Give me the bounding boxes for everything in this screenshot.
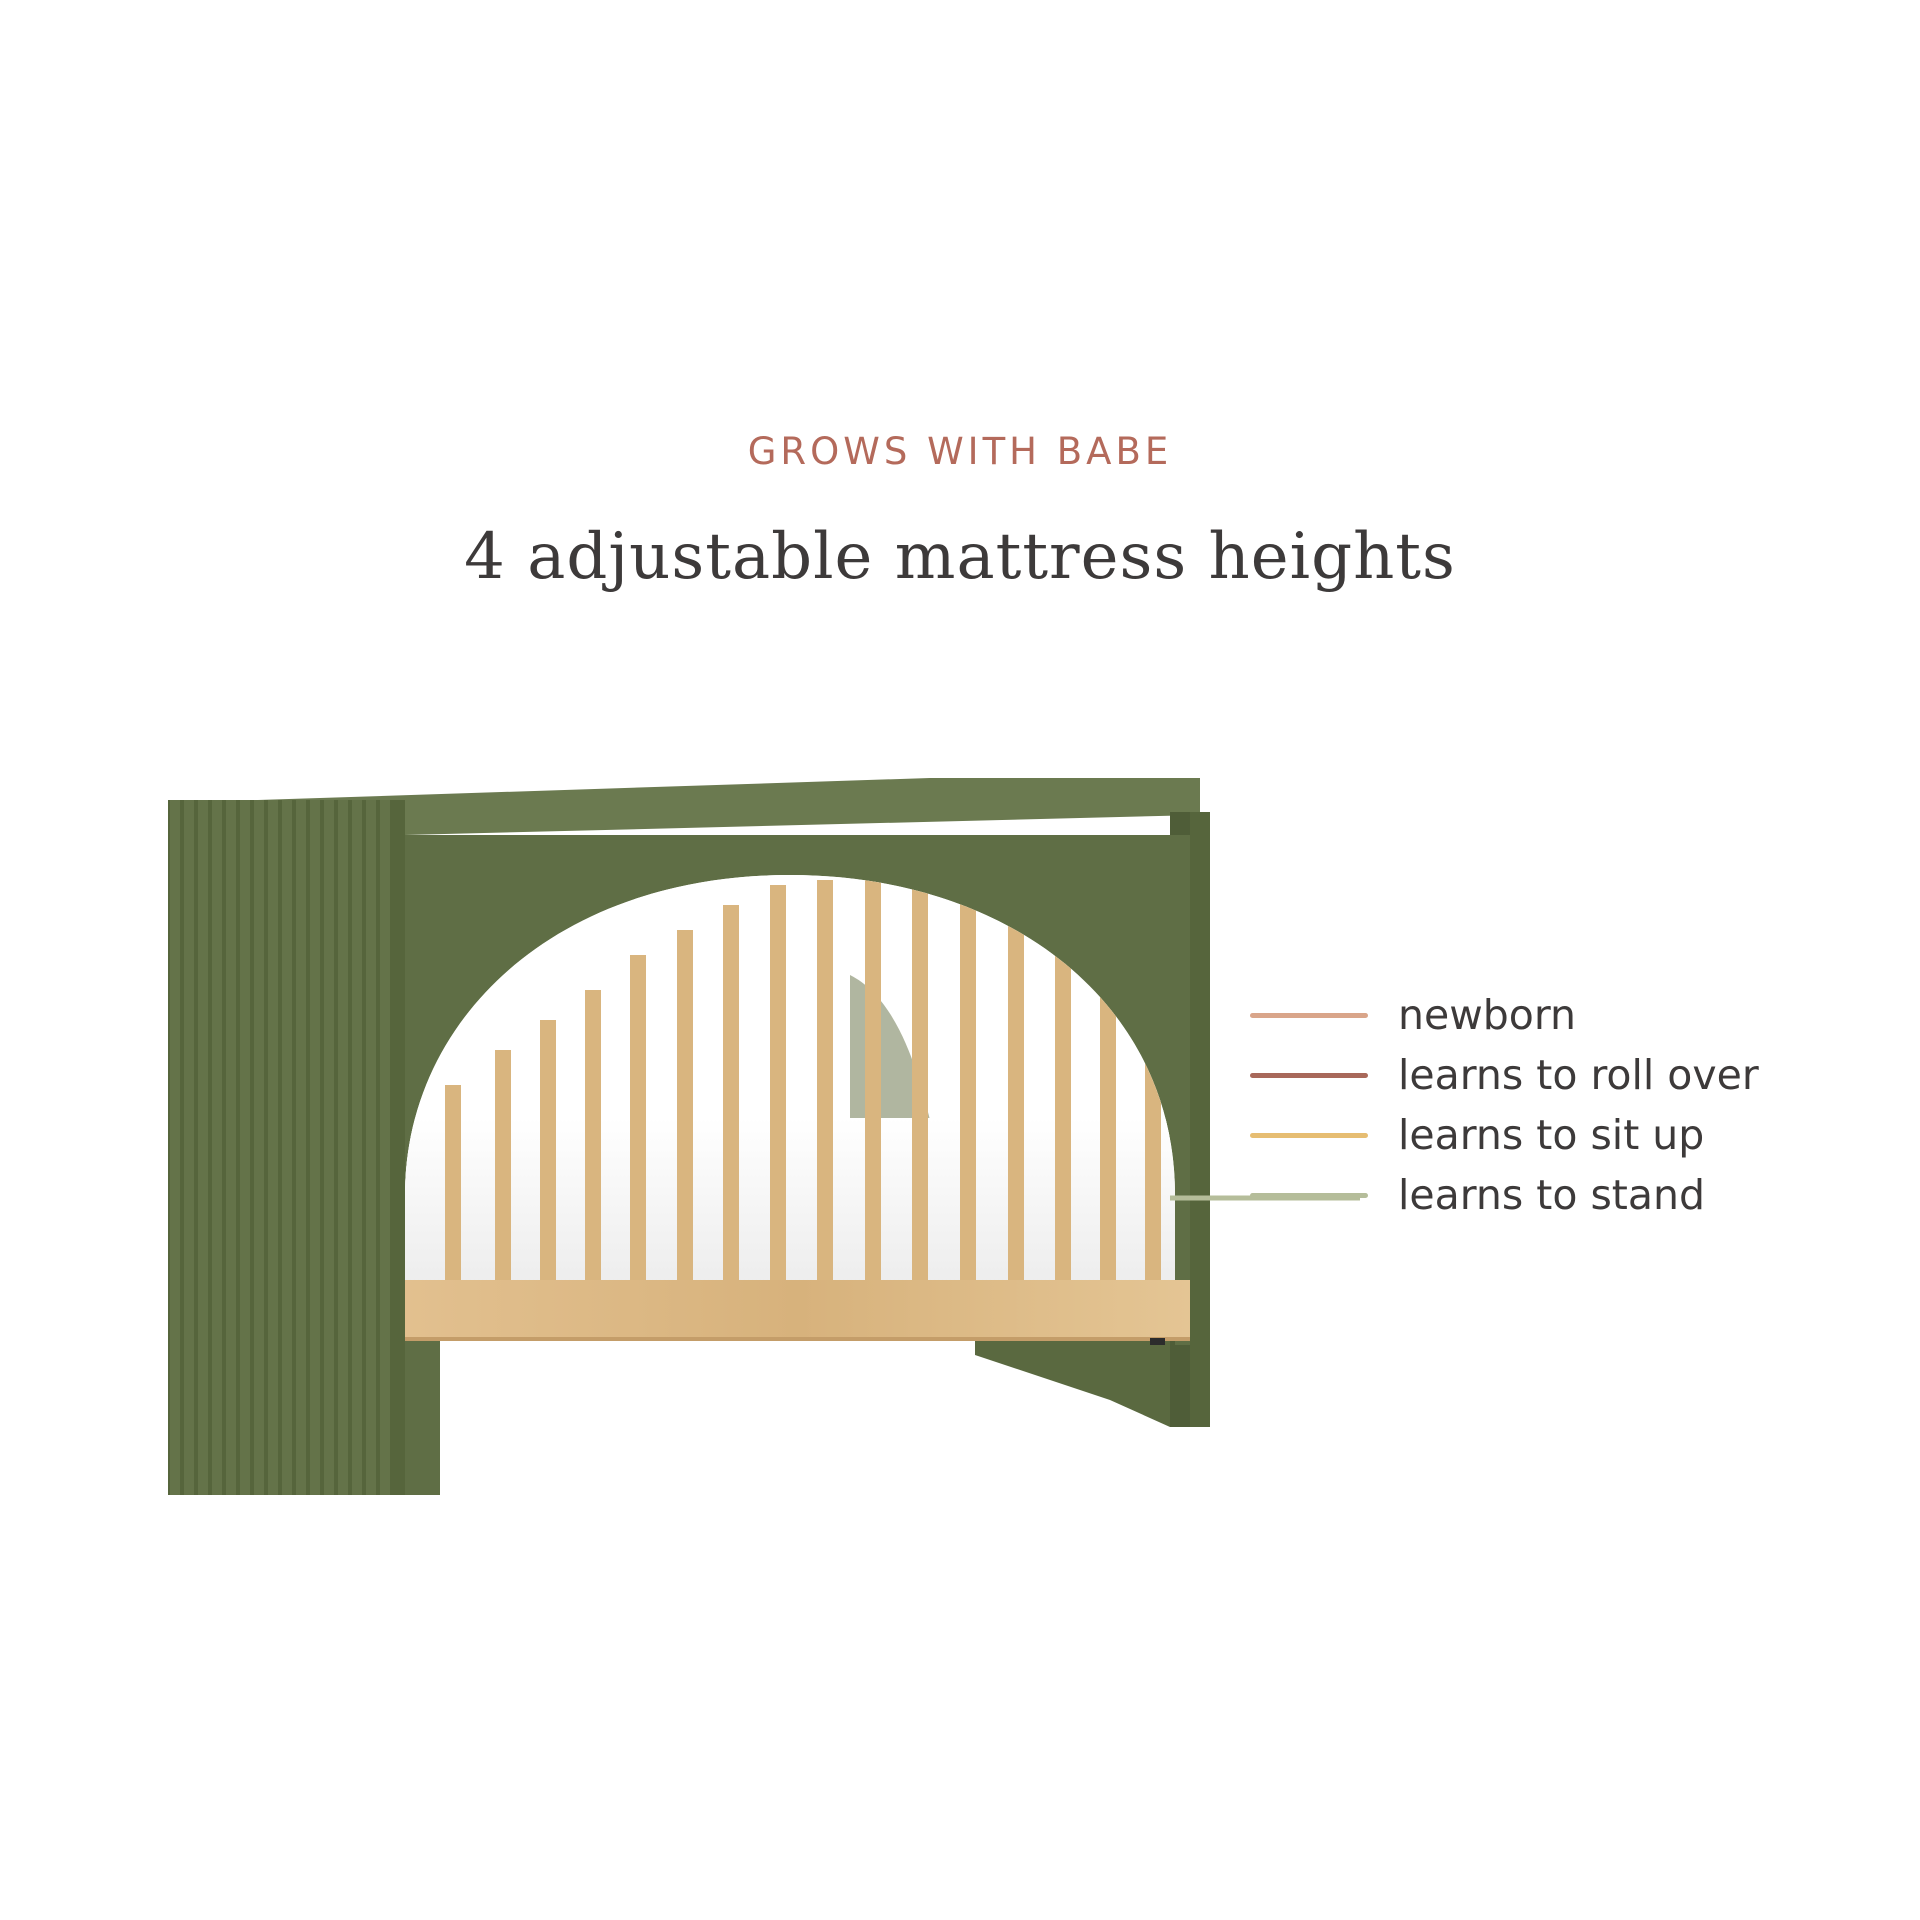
- legend-line-sit-up: [1250, 1132, 1368, 1138]
- eyebrow-title: GROWS WITH BABE: [747, 430, 1173, 473]
- crib-right-leg: [1190, 812, 1210, 1427]
- legend-label: learns to sit up: [1398, 1111, 1705, 1159]
- legend-item-stand: learns to stand: [1250, 1170, 1810, 1220]
- crib-left-panel: [168, 800, 405, 1495]
- legend-label: learns to roll over: [1398, 1051, 1759, 1099]
- legend-label: newborn: [1398, 991, 1576, 1039]
- legend-item-roll-over: learns to roll over: [1250, 1050, 1810, 1100]
- legend-label: learns to stand: [1398, 1171, 1706, 1219]
- legend-line-roll-over: [1250, 1072, 1368, 1078]
- page-title: 4 adjustable mattress heights: [464, 520, 1456, 594]
- legend-item-newborn: newborn: [1250, 990, 1810, 1040]
- crib-slats: [445, 880, 1161, 1340]
- crib-back-rail: [168, 778, 1200, 835]
- legend-line-stand: [1250, 1192, 1368, 1198]
- crib-wood-rail: [405, 1280, 1190, 1340]
- legend-line-newborn: [1250, 1012, 1368, 1018]
- crib-front-panel: [405, 835, 1200, 1495]
- legend-item-sit-up: learns to sit up: [1250, 1110, 1810, 1160]
